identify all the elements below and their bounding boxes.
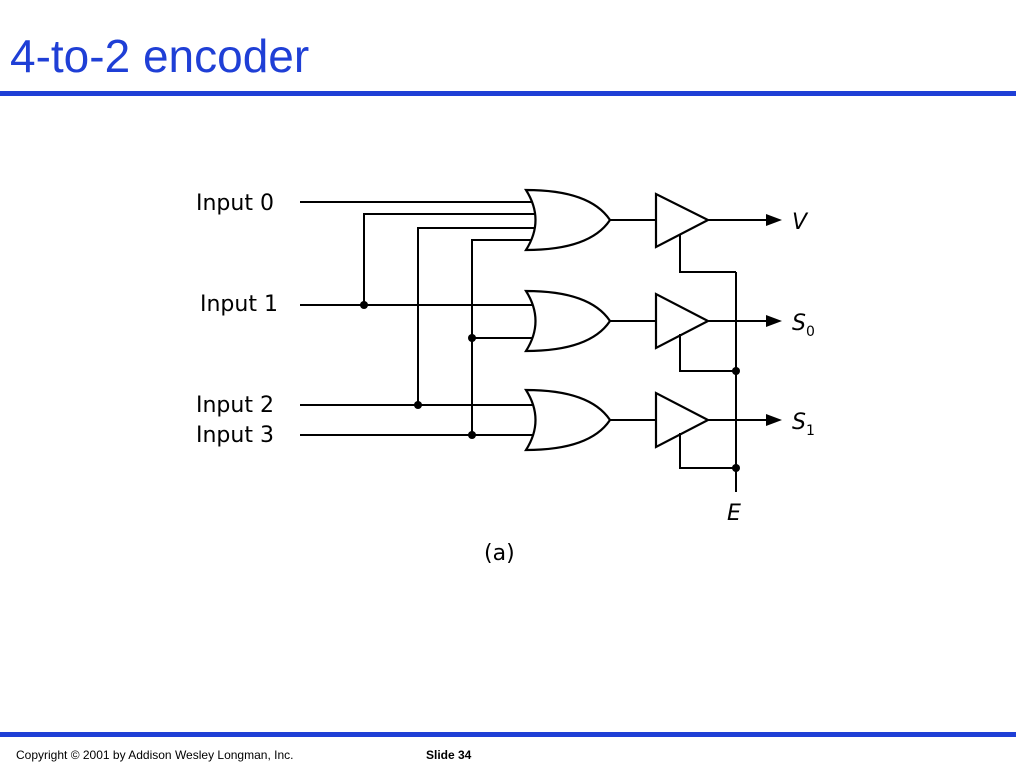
input-2-tap-wire	[417, 227, 536, 405]
tristate-buffer-v	[654, 192, 711, 249]
or-gate-s0	[524, 289, 612, 353]
input-3-label: Input 3	[196, 423, 274, 448]
junction-dot	[732, 464, 740, 472]
footer-copyright: Copyright © 2001 by Addison Wesley Longm…	[16, 748, 294, 762]
figure-caption: (a)	[484, 541, 515, 566]
input-1-label: Input 1	[200, 292, 278, 317]
slide-number: Slide 34	[426, 748, 472, 762]
input-2-label: Input 2	[196, 393, 274, 418]
arrowhead-icon	[766, 214, 782, 226]
output-s1-label: S	[792, 410, 806, 435]
junction-dot	[360, 301, 368, 309]
input-3-tap-wire-top	[471, 239, 536, 435]
input-0-label: Input 0	[196, 191, 274, 216]
junction-dot	[414, 401, 422, 409]
tristate-buffer-s0	[654, 292, 711, 350]
enable-wire-v	[679, 234, 736, 273]
output-s0-label: S	[792, 311, 806, 336]
output-v-label: V	[792, 210, 809, 235]
enable-wire-s0	[679, 334, 736, 372]
arrowhead-icon	[766, 315, 782, 327]
junction-dot	[468, 334, 476, 342]
or-gate-s1	[524, 388, 612, 452]
input-1-tap-wire	[363, 213, 536, 305]
enable-label: E	[727, 501, 741, 526]
title-divider	[0, 91, 1016, 96]
output-s1-subscript: 1	[806, 423, 815, 439]
junction-dot	[468, 431, 476, 439]
tristate-buffer-s1	[654, 391, 711, 449]
footer-divider	[0, 732, 1016, 737]
arrowhead-icon	[766, 414, 782, 426]
slide-title: 4-to-2 encoder	[10, 30, 310, 82]
junction-dot	[732, 367, 740, 375]
output-s0-subscript: 0	[806, 324, 815, 340]
enable-wire-s1	[679, 433, 736, 469]
or-gate-v	[524, 188, 612, 252]
